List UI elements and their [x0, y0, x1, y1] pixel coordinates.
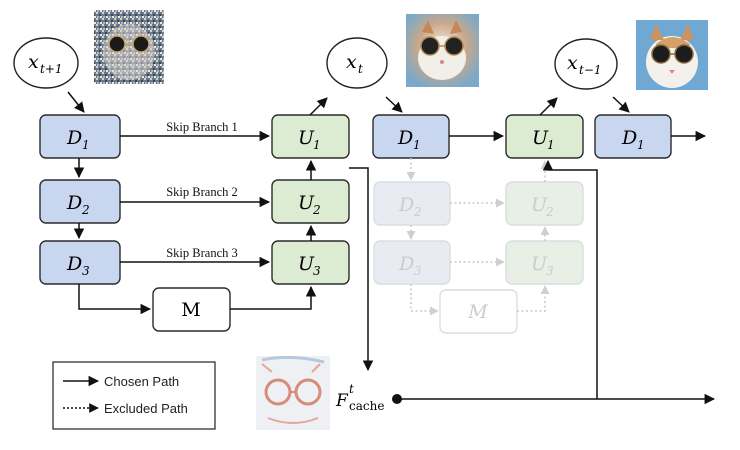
clean-cat-image	[636, 20, 708, 90]
svg-text:D: D	[66, 127, 82, 149]
excluded-blocks: D 2 D 3 U 2 U 3 M	[373, 181, 584, 334]
middle-block-m: M	[152, 287, 231, 332]
svg-text:t: t	[358, 62, 363, 76]
excluded-down-block-d2: D 2	[373, 181, 451, 226]
excluded-edges	[406, 158, 550, 316]
svg-text:D: D	[397, 127, 413, 149]
noisy-cat-image	[94, 10, 164, 84]
feature-cache-image	[256, 355, 330, 430]
cached-path-edges	[385, 96, 716, 405]
up-block-u3: U 3	[271, 240, 350, 285]
down-block-d2: D 2	[39, 179, 121, 224]
svg-text:3: 3	[546, 264, 554, 278]
svg-text:M: M	[467, 301, 488, 323]
down-block-d1: D 1	[39, 114, 121, 159]
svg-text:3: 3	[414, 264, 422, 278]
svg-text:F: F	[335, 391, 349, 411]
svg-text:t: t	[349, 382, 354, 396]
svg-text:2: 2	[545, 205, 554, 219]
svg-text:x: x	[28, 51, 39, 73]
svg-text:D: D	[66, 192, 82, 214]
skip-branch-2-label: Skip Branch 2	[166, 185, 238, 199]
excluded-up-block-u2: U 2	[505, 181, 584, 226]
down-block-d3: D 3	[39, 240, 121, 285]
legend-excluded-label: Excluded Path	[104, 401, 188, 416]
partially-denoised-cat-image	[406, 14, 479, 87]
legend: Chosen Path Excluded Path	[52, 361, 216, 430]
svg-text:1: 1	[413, 138, 421, 152]
svg-text:D: D	[621, 127, 637, 149]
svg-text:2: 2	[81, 203, 90, 217]
node-x-t-plus-1: x t+1	[13, 37, 79, 89]
up-block-u2: U 2	[271, 179, 350, 224]
svg-text:t+1: t+1	[40, 62, 63, 76]
svg-text:t−1: t−1	[579, 63, 602, 77]
legend-chosen-label: Chosen Path	[104, 374, 179, 389]
svg-text:1: 1	[313, 138, 321, 152]
svg-text:U: U	[298, 192, 315, 214]
svg-text:U: U	[298, 127, 315, 149]
svg-text:2: 2	[413, 205, 422, 219]
svg-text:D: D	[398, 253, 414, 275]
svg-text:D: D	[66, 253, 82, 275]
node-x-t-minus-1: x t−1	[554, 38, 618, 90]
node-x-t: x t	[326, 37, 388, 89]
svg-text:U: U	[531, 253, 548, 275]
svg-text:1: 1	[82, 138, 90, 152]
svg-text:U: U	[298, 253, 315, 275]
svg-text:x: x	[567, 52, 578, 74]
svg-text:3: 3	[82, 264, 90, 278]
main-unet-edges	[67, 91, 374, 372]
skip-branch-1-label: Skip Branch 1	[166, 120, 238, 134]
next-down-block-d1: D 1	[594, 114, 672, 159]
excluded-down-block-d3: D 3	[373, 240, 451, 285]
cached-down-block-d1: D 1	[372, 114, 450, 159]
svg-text:2: 2	[312, 203, 321, 217]
cached-up-block-u1: U 1	[505, 114, 584, 159]
svg-text:1: 1	[637, 138, 645, 152]
up-block-u1: U 1	[271, 114, 350, 159]
svg-text:1: 1	[547, 138, 555, 152]
svg-text:U: U	[531, 194, 548, 216]
svg-text:x: x	[346, 51, 357, 73]
skip-branch-3-label: Skip Branch 3	[166, 246, 238, 260]
excluded-middle-block-m: M	[439, 289, 518, 334]
svg-text:D: D	[398, 194, 414, 216]
svg-text:U: U	[532, 127, 549, 149]
svg-text:M: M	[181, 299, 200, 321]
svg-text:cache: cache	[349, 399, 384, 413]
excluded-up-block-u3: U 3	[505, 240, 584, 285]
feature-cache-node: F t cache	[335, 382, 402, 413]
svg-text:3: 3	[313, 264, 321, 278]
